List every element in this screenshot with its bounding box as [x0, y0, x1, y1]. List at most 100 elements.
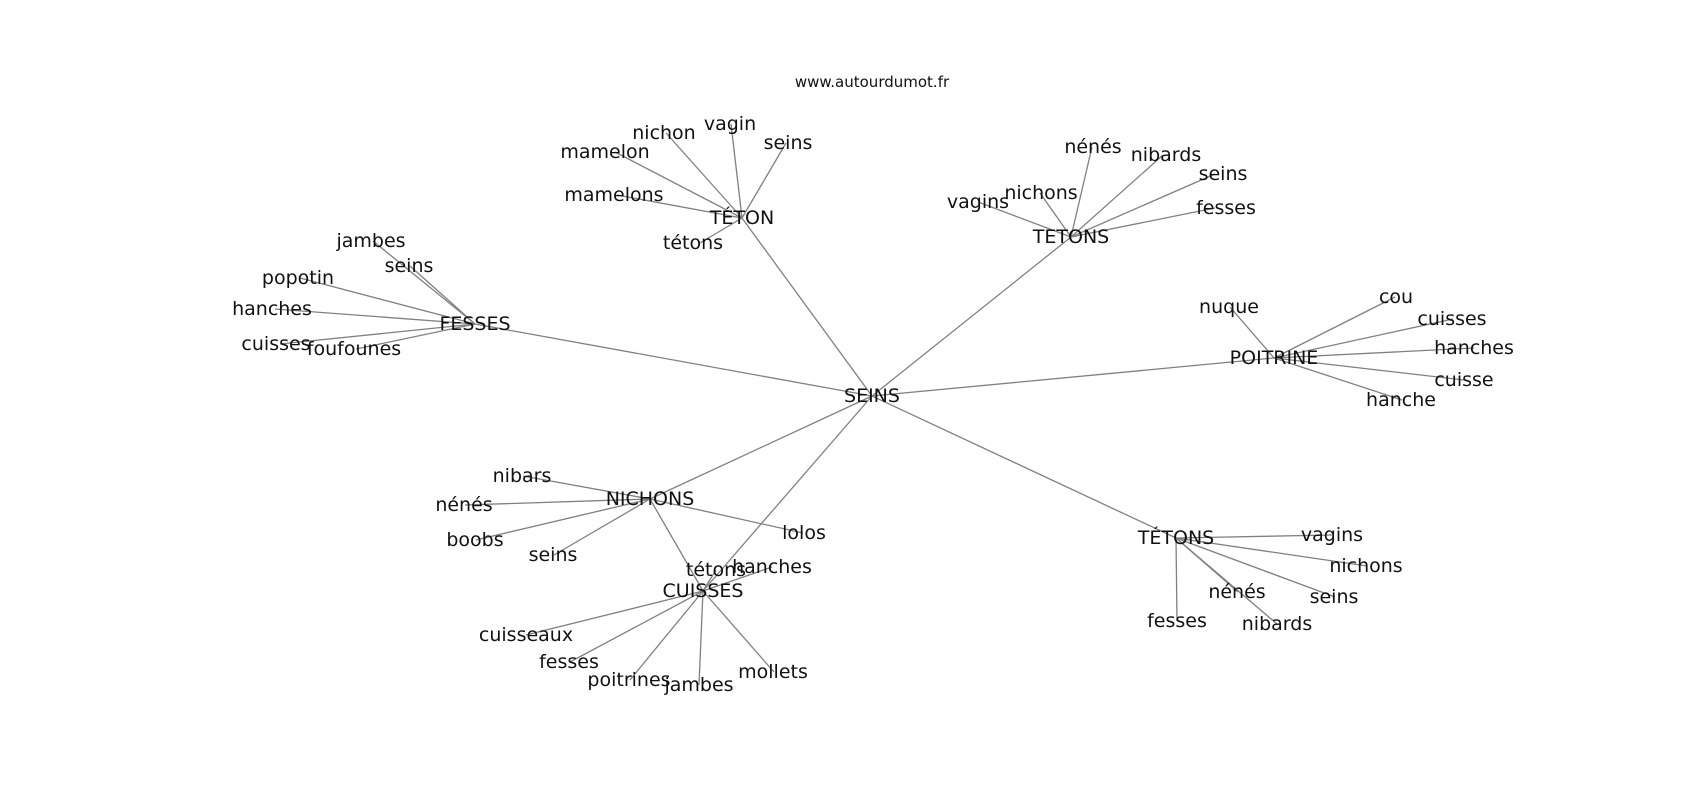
- hub-node-tetons-bottom: TÉTONS: [1137, 526, 1214, 549]
- edge-tetons-bottom-leaf: [1175, 537, 1336, 598]
- leaf-node-label: poitrines: [587, 669, 670, 691]
- leaf-node-label: nénés: [1064, 136, 1121, 158]
- edge-tetons-bottom-leaf: [1175, 537, 1368, 567]
- edge-nichons-leaf: [475, 498, 651, 541]
- leaf-node-label: jambes: [663, 674, 733, 696]
- edge-cuisses-leaf: [525, 590, 704, 636]
- leaf-node-label: vagins: [947, 191, 1009, 213]
- edge-tetons-top-leaf: [1039, 192, 1072, 238]
- edge-teton-leaf: [665, 132, 743, 219]
- source-url: www.autourdumot.fr: [795, 73, 950, 91]
- leaf-node-label: fesses: [1196, 197, 1256, 219]
- leaf-node-label: vagins: [1301, 524, 1363, 546]
- leaf-node-label: nibards: [1131, 144, 1201, 166]
- hub-node-poitrine: POITRINE: [1230, 347, 1319, 369]
- leaf-node-label: seins: [385, 255, 434, 277]
- leaf-node-label: tétons: [686, 559, 746, 581]
- leaf-node-label: nuque: [1199, 296, 1259, 318]
- edge-cuisses-leaf: [702, 590, 775, 673]
- edge-center-cuisses: [702, 395, 873, 592]
- leaf-node-label: cuisse: [1434, 369, 1493, 391]
- leaf-node-label: cuisseaux: [479, 624, 573, 646]
- edge-poitrine-leaf: [1273, 347, 1475, 359]
- leaf-node-label: seins: [529, 544, 578, 566]
- edge-teton-leaf: [614, 151, 743, 219]
- edge-tetons-top-leaf: [1070, 154, 1164, 238]
- hub-node-nichons: NICHONS: [606, 488, 695, 510]
- leaf-node-label: nénés: [435, 494, 492, 516]
- edge-poitrine-leaf: [1273, 296, 1396, 359]
- leaf-node-label: jambes: [335, 230, 405, 252]
- leaf-node-label: nichons: [1004, 182, 1077, 204]
- edges-layer: [274, 123, 1475, 686]
- leaf-node-label: mollets: [738, 661, 808, 683]
- edge-nichons-leaf: [649, 498, 804, 534]
- leaf-node-label: cuisses: [241, 333, 310, 355]
- edge-nichons-cuisses: [649, 498, 704, 592]
- edge-tetons-bottom-leaf: [1175, 534, 1333, 539]
- edge-center-fesses: [474, 323, 873, 397]
- edge-center-teton: [741, 217, 873, 397]
- edge-tetons-top-leaf: [977, 201, 1072, 238]
- leaf-node-label: nibards: [1242, 613, 1312, 635]
- leaf-node-label: nichon: [632, 122, 695, 144]
- leaf-node-label: cou: [1379, 286, 1413, 308]
- edge-center-tetons-top: [871, 236, 1072, 397]
- edge-teton-leaf: [730, 123, 743, 219]
- hub-node-fesses: FESSES: [439, 313, 510, 335]
- labels-layer: SEINS TÉTON nichon vagin seins mamelon mamelon…: [232, 113, 1514, 696]
- leaf-node-label: nibars: [493, 465, 552, 487]
- edge-center-tetons-bottom: [871, 395, 1177, 539]
- leaf-node-label: fesses: [539, 651, 599, 673]
- edge-fesses-leaf: [355, 323, 476, 350]
- edge-teton-leaf: [741, 142, 787, 219]
- edge-poitrine-leaf: [1273, 318, 1454, 359]
- leaf-node-label: seins: [764, 132, 813, 154]
- leaf-node-label: mamelon: [560, 141, 649, 163]
- edge-cuisses-leaf: [702, 569, 717, 592]
- edge-nichons-leaf: [464, 498, 651, 506]
- edge-fesses-leaf: [299, 277, 476, 325]
- leaf-node-label: fesses: [1147, 610, 1207, 632]
- edge-teton-leaf: [616, 194, 743, 219]
- edge-center-poitrine: [871, 357, 1275, 397]
- leaf-node-label: vagin: [704, 113, 756, 135]
- leaf-node-label: hanches: [732, 556, 812, 578]
- leaf-node-label: hanches: [232, 298, 312, 320]
- edge-tetons-bottom-leaf: [1175, 537, 1178, 622]
- edge-poitrine-leaf: [1273, 357, 1465, 381]
- edge-fesses-leaf: [274, 308, 476, 325]
- leaf-node-label: popotin: [262, 267, 334, 289]
- leaf-node-label: boobs: [446, 529, 503, 551]
- edge-tetons-bottom-leaf: [1175, 537, 1278, 625]
- edge-fesses-leaf: [372, 240, 476, 325]
- edge-poitrine-leaf: [1273, 357, 1403, 401]
- edge-fesses-leaf: [409, 265, 476, 325]
- hub-node-cuisses: CUISSES: [663, 580, 744, 602]
- leaf-node-label: cuisses: [1417, 308, 1486, 330]
- edge-cuisses-leaf: [698, 590, 704, 686]
- hub-node-teton: TÉTON: [709, 206, 774, 229]
- edge-tetons-top-leaf: [1070, 207, 1216, 238]
- edge-cuisses-leaf: [629, 590, 704, 681]
- leaf-node-label: mamelons: [564, 184, 663, 206]
- leaf-node-label: hanches: [1434, 337, 1514, 359]
- leaf-node-label: seins: [1310, 586, 1359, 608]
- edge-nichons-leaf: [522, 475, 651, 500]
- leaf-node-label: seins: [1199, 163, 1248, 185]
- edge-tetons-top-leaf: [1070, 173, 1216, 238]
- edge-poitrine-leaf: [1229, 306, 1275, 359]
- edge-center-nichons: [649, 395, 873, 500]
- leaf-node-label: tétons: [663, 232, 723, 254]
- edge-nichons-leaf: [553, 498, 651, 556]
- center-node-label: SEINS: [844, 385, 900, 407]
- edge-tetons-top-leaf: [1070, 146, 1093, 238]
- edge-cuisses-leaf: [702, 566, 773, 592]
- leaf-node-label: nichons: [1329, 555, 1402, 577]
- leaf-node-label: foufounes: [307, 338, 401, 360]
- edge-teton-leaf: [699, 217, 743, 244]
- edge-fesses-leaf: [279, 323, 476, 345]
- leaf-node-label: hanche: [1366, 389, 1436, 411]
- leaf-node-label: nénés: [1208, 581, 1265, 603]
